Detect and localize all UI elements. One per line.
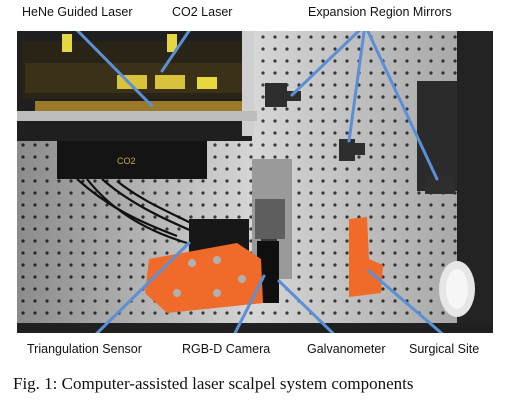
- cables: [76, 178, 198, 245]
- label-surgical-site: Surgical Site: [409, 342, 480, 356]
- label-expansion-region-mirrors: Expansion Region Mirrors: [308, 5, 452, 19]
- callout-lines: [75, 31, 444, 333]
- label-rgbd-camera: RGB-D Camera: [182, 342, 271, 356]
- mirror-mount-3: [425, 176, 455, 194]
- label-galvanometer: Galvanometer: [307, 342, 386, 356]
- label-triangulation-sensor: Triangulation Sensor: [27, 342, 142, 356]
- label-co2-laser: CO2 Laser: [172, 5, 233, 19]
- label-hene-guided-laser: HeNe Guided Laser: [22, 5, 133, 19]
- mirror-mount-1: [265, 83, 301, 107]
- mirror-mount-2: [339, 139, 365, 161]
- co2-laser-body: [57, 141, 207, 179]
- figure-caption: Fig. 1: Computer-assisted laser scalpel …: [13, 374, 414, 393]
- system-photo: CO2: [17, 31, 493, 333]
- svg-text:CO2: CO2: [117, 156, 136, 166]
